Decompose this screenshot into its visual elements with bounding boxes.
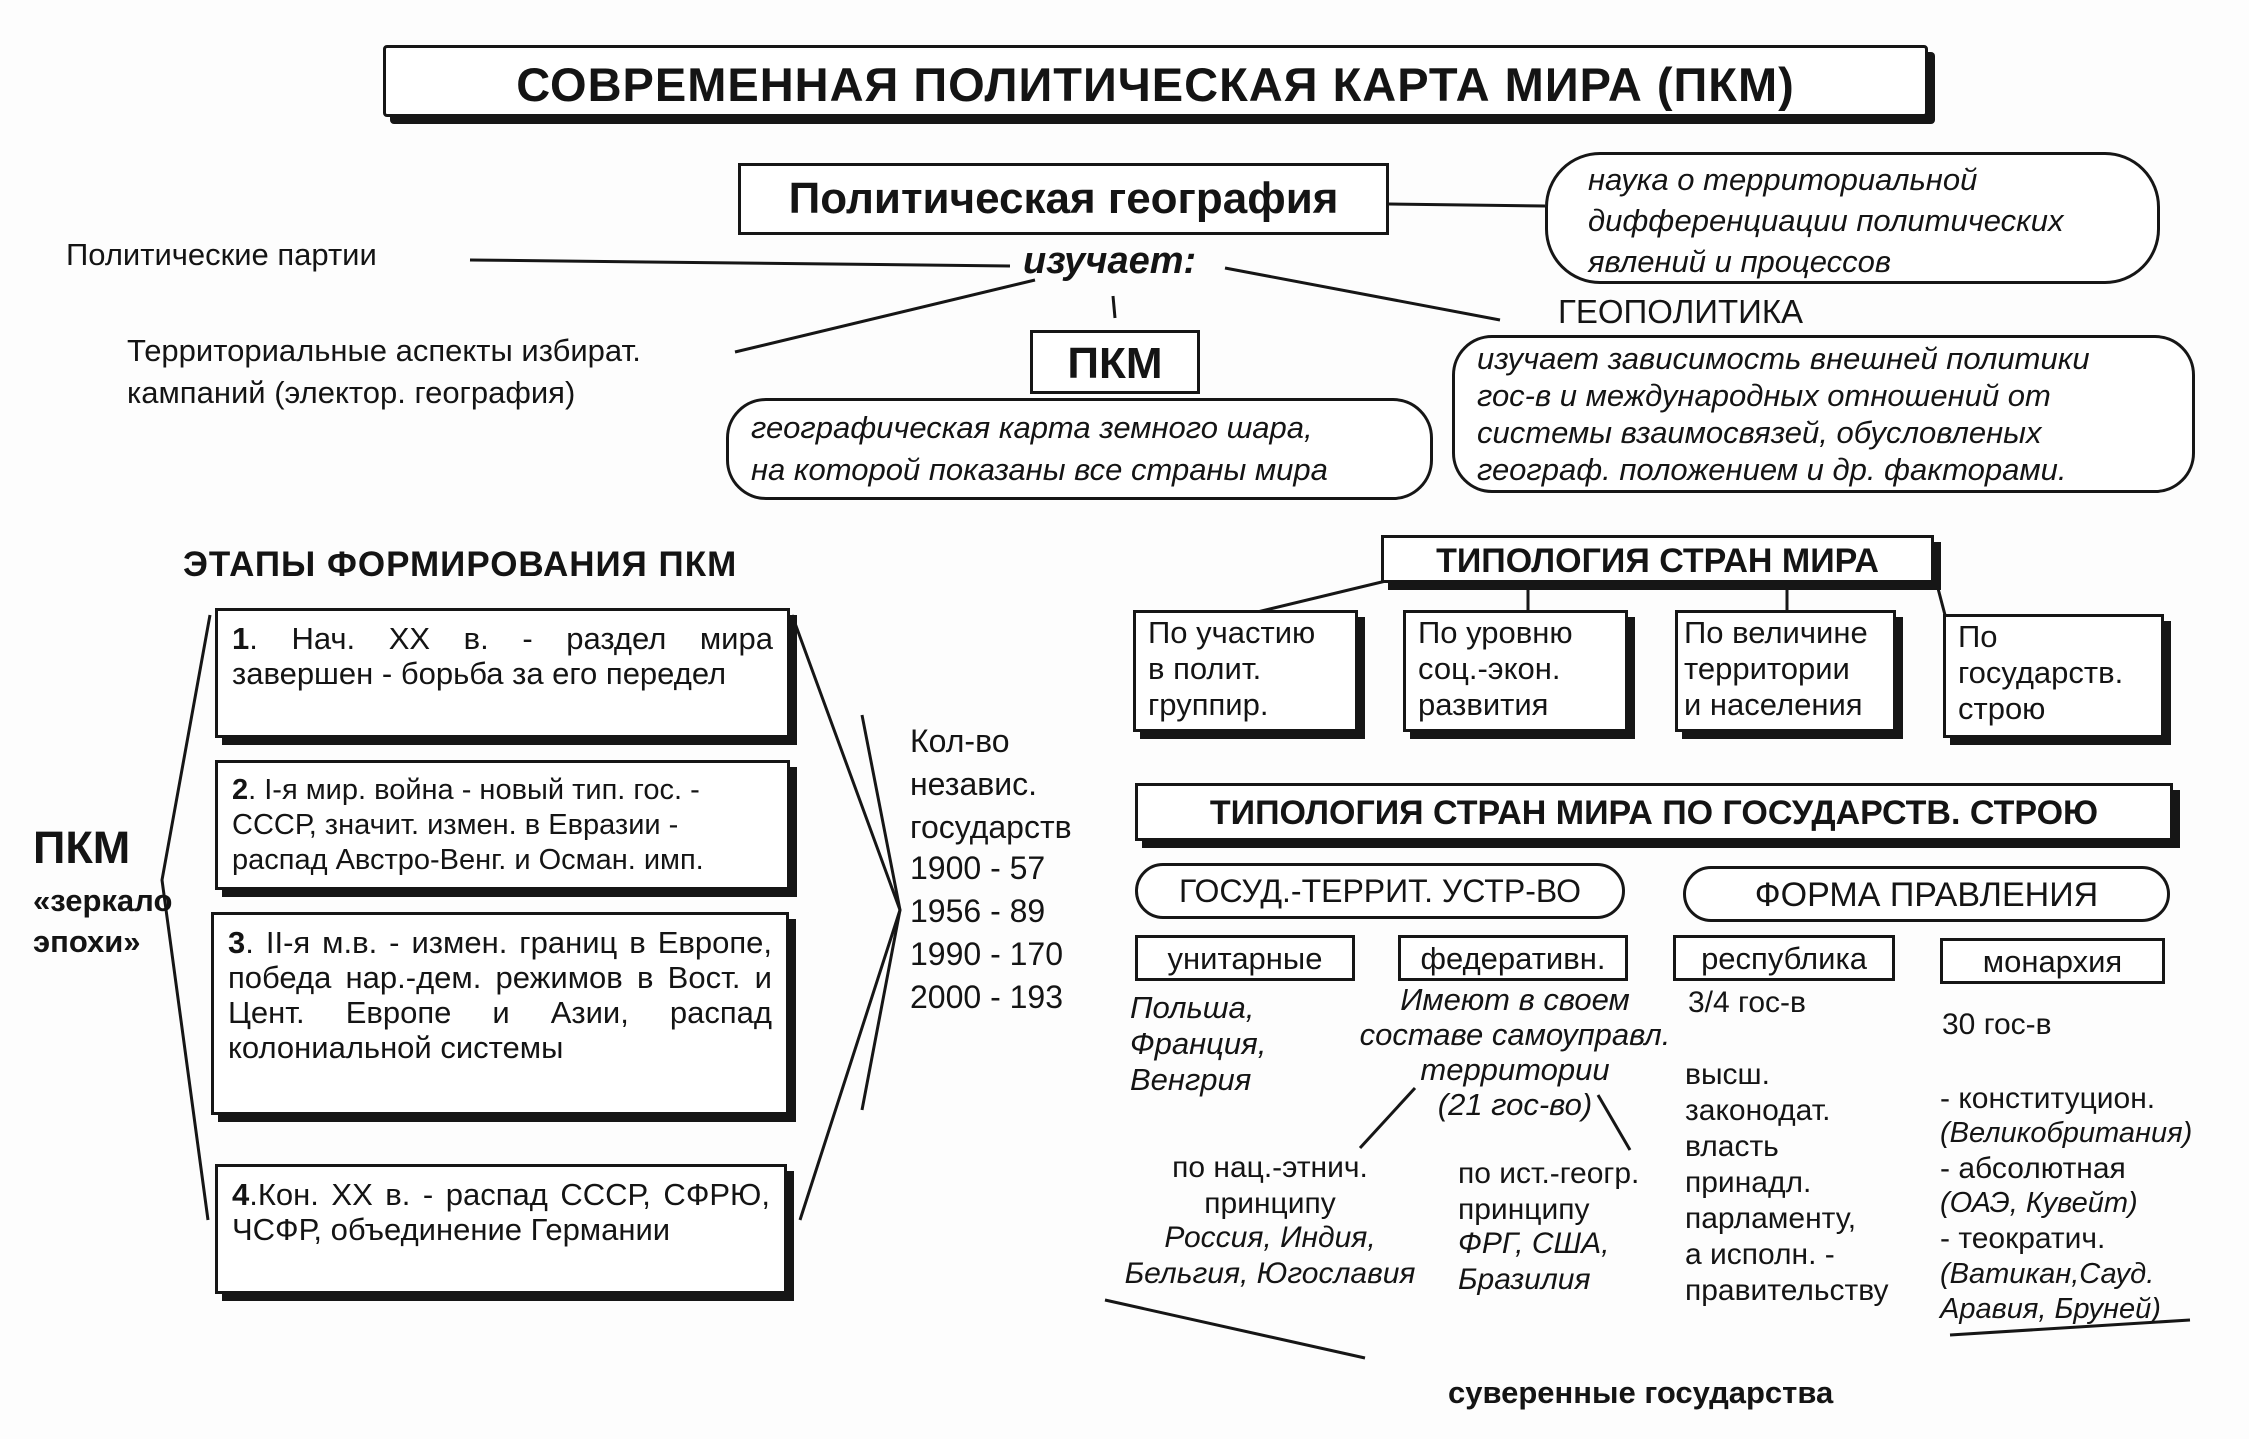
pkm-label: ПКМ <box>1067 339 1163 388</box>
hist-principle: по ист.-геогр. принципу <box>1458 1157 1640 1226</box>
republic-box: республика <box>1673 935 1895 981</box>
monarchy-type-1: - конституцион. <box>1940 1082 2156 1115</box>
monarchy-count: 30 гос-в <box>1942 1008 2052 1041</box>
typology-criterion-2: По уровню соц.-экон. развития <box>1403 610 1628 732</box>
geopolitika-label: ГЕОПОЛИТИКА <box>1558 293 1804 330</box>
line-izuchaet-pkm <box>1111 295 1117 319</box>
republic-label: республика <box>1701 941 1867 976</box>
stage-4-num: 4 <box>232 1177 250 1212</box>
monarchy-examples-1: (Великобритания) <box>1940 1117 2193 1149</box>
stage-3-num: 3 <box>228 925 246 960</box>
chevron-right <box>790 614 902 1221</box>
monarchy-examples-2: (ОАЭ, Кувейт) <box>1940 1187 2138 1219</box>
arrow-head <box>860 714 902 1111</box>
line-izuchaet-partii <box>469 258 1011 268</box>
federal-label: федеративн. <box>1420 941 1606 976</box>
count-row-1956: 1956 - 89 <box>910 893 1046 929</box>
line-federal-nat <box>1358 1086 1417 1150</box>
pkm-definition-box: географическая карта земного шара, на ко… <box>726 398 1433 500</box>
stage-3: 3. II-я м.в. - измен. границ в Европе, п… <box>211 912 789 1115</box>
chevron-left <box>160 614 212 1221</box>
typology-criterion-4: По государств. строю <box>1943 614 2164 738</box>
monarchy-box: монархия <box>1940 938 2165 984</box>
federal-box: федеративн. <box>1398 935 1628 981</box>
mirror-sub: «зеркало эпохи» <box>33 883 173 959</box>
line-sovereign-right <box>1949 1318 2191 1337</box>
line-sovereign-left <box>1104 1298 1366 1360</box>
typology-criterion-3: По величине территории и населения <box>1675 610 1896 732</box>
federal-desc: Имеют в своем составе самоуправл. террит… <box>1359 982 1671 1122</box>
polgeo-definition: наука о территориальной дифференциации п… <box>1588 162 2064 279</box>
mirror-label: ПКМ <box>33 822 131 873</box>
count-label: Кол-во независ. государств <box>910 723 1072 845</box>
stage-1: 1. Нач. XX в. - раздел мира завершен - б… <box>215 608 790 738</box>
pkm-definition: географическая карта земного шара, на ко… <box>751 410 1328 487</box>
polgeo-title-box: Политическая география <box>738 163 1389 235</box>
count-row-2000: 2000 - 193 <box>910 979 1064 1015</box>
count-row-1990: 1990 - 170 <box>910 936 1064 972</box>
nat-principle: по нац.-этнич. принципу <box>1172 1151 1368 1220</box>
stage-2: 2. I-я мир. война - новый тип. гос. - СС… <box>215 760 790 890</box>
ustr-title-box: ГОСУД.-ТЕРРИТ. УСТР-ВО <box>1135 863 1625 919</box>
unitary-box: унитарные <box>1135 935 1355 981</box>
unitary-examples: Польша, Франция, Венгрия <box>1130 990 1267 1097</box>
stroy-title: ТИПОЛОГИЯ СТРАН МИРА ПО ГОСУДАРСТВ. СТРО… <box>1209 794 2099 832</box>
unitary-label: унитарные <box>1167 941 1323 976</box>
line-typology-1 <box>1244 578 1391 617</box>
ustr-title: ГОСУД.-ТЕРРИТ. УСТР-ВО <box>1178 873 1582 909</box>
typology-title: ТИПОЛОГИЯ СТРАН МИРА <box>1436 542 1879 580</box>
polgeo-title: Политическая география <box>788 174 1339 223</box>
stage-3-text: . II-я м.в. - измен. границ в Европе, по… <box>228 925 772 1065</box>
stage-4-text: .Кон. XX в. - распад СССР, СФРЮ, ЧСФР, о… <box>232 1177 770 1247</box>
line-federal-hist <box>1596 1094 1632 1151</box>
republic-desc: высш. законодат. власть принадл. парламе… <box>1685 1058 1889 1307</box>
sovereign-label: суверенные государства <box>1448 1375 1834 1410</box>
main-title: СОВРЕМЕННАЯ ПОЛИТИЧЕСКАЯ КАРТА МИРА (ПКМ… <box>516 58 1795 111</box>
monarchy-type-2: - абсолютная <box>1940 1152 2126 1185</box>
stroy-title-box: ТИПОЛОГИЯ СТРАН МИРА ПО ГОСУДАРСТВ. СТРО… <box>1135 783 2173 841</box>
forma-title-box: ФОРМА ПРАВЛЕНИЯ <box>1683 866 2170 922</box>
monarchy-type-3: - теократич. <box>1940 1222 2106 1255</box>
stage-2-num: 2 <box>232 774 249 806</box>
stage-1-num: 1 <box>232 621 250 656</box>
hist-examples: ФРГ, США, Бразилия <box>1458 1227 1610 1296</box>
izuchaet-label: изучает: <box>1023 240 1197 282</box>
geopolitika-definition: изучает зависимость внешней политики гос… <box>1477 341 2090 487</box>
monarchy-label: монархия <box>1982 944 2123 979</box>
stage-4: 4.Кон. XX в. - распад СССР, СФРЮ, ЧСФР, … <box>215 1164 787 1294</box>
typology-criterion-1: По участию в полит. группир. <box>1133 610 1358 732</box>
main-title-box: СОВРЕМЕННАЯ ПОЛИТИЧЕСКАЯ КАРТА МИРА (ПКМ… <box>383 45 1928 117</box>
stages-title: ЭТАПЫ ФОРМИРОВАНИЯ ПКМ <box>183 545 738 584</box>
republic-count: 3/4 гос-в <box>1688 986 1806 1019</box>
monarchy-examples-3: (Ватикан,Сауд. Аравия, Бруней) <box>1940 1258 2161 1325</box>
line-izuchaet-electoral <box>734 278 1036 354</box>
geopolitika-definition-box: изучает зависимость внешней политики гос… <box>1452 335 2195 493</box>
pkm-box: ПКМ <box>1030 330 1200 394</box>
polgeo-left-item-partii: Политические партии <box>66 237 377 272</box>
typology-title-box: ТИПОЛОГИЯ СТРАН МИРА <box>1381 535 1934 583</box>
nat-examples: Россия, Индия, Бельгия, Югославия <box>1124 1221 1416 1290</box>
forma-title: ФОРМА ПРАВЛЕНИЯ <box>1754 876 2099 914</box>
stage-2-text: . I-я мир. война - новый тип. гос. - ССС… <box>232 774 704 876</box>
line-izuchaet-geopolitika <box>1224 266 1501 322</box>
line-polgeo-definition <box>1388 202 1546 208</box>
stage-1-text: . Нач. XX в. - раздел мира завершен - бо… <box>232 621 773 691</box>
count-row-1900: 1900 - 57 <box>910 850 1046 886</box>
polgeo-left-item-electoral: Территориальные аспекты избират. кампани… <box>127 333 641 410</box>
polgeo-definition-box: наука о территориальной дифференциации п… <box>1545 152 2160 284</box>
